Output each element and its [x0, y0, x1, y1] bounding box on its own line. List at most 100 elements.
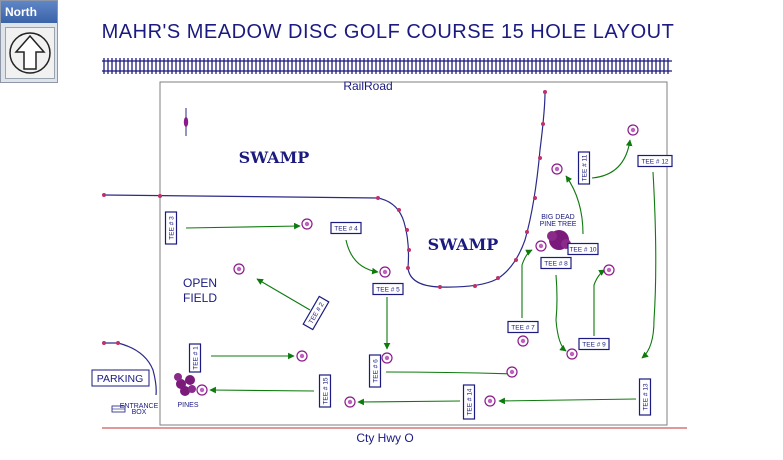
tee-box-11[interactable]: TEE # 11: [577, 151, 591, 185]
tee-box-1[interactable]: TEE # 1: [188, 343, 202, 373]
tee-box-6[interactable]: TEE # 6: [368, 354, 382, 388]
basket-icon: [506, 366, 518, 378]
parking-path-node: [102, 341, 106, 345]
tee-label: TEE # 15: [322, 377, 329, 404]
basket-icon: [301, 218, 313, 230]
swamp-path-node: [473, 284, 477, 288]
swamp-path-node: [405, 228, 409, 232]
tee-box-5[interactable]: TEE # 5: [372, 282, 404, 296]
flight-lines: [185, 139, 657, 406]
swamp-path-node: [525, 230, 529, 234]
north-header: North: [1, 1, 57, 23]
swamp-edge-path: [103, 91, 546, 288]
flight-line: [565, 175, 584, 235]
tee-box-13[interactable]: TEE # 13: [638, 378, 652, 416]
big-tree-label-line1: BIG DEAD: [541, 214, 574, 221]
swamp-path-node: [538, 156, 542, 160]
swamp-path-node: [407, 248, 411, 252]
flight-line: [521, 249, 533, 318]
north-arrow-icon: [9, 32, 51, 74]
flight-line: [385, 370, 516, 378]
open-field-label-line2: FIELD: [183, 291, 217, 305]
parking-label: PARKING: [97, 373, 143, 385]
swamp-path-node: [158, 194, 162, 198]
flight-line: [357, 398, 461, 406]
tee-box-2[interactable]: TEE # 2: [302, 295, 330, 331]
swamp-path-node: [496, 276, 500, 280]
tee-label: TEE # 9: [582, 341, 606, 348]
basket-icon: [344, 396, 356, 408]
tee-box-15[interactable]: TEE # 15: [318, 374, 332, 408]
flight-line: [591, 139, 633, 179]
flight-line: [498, 397, 637, 405]
tee-label: TEE # 10: [569, 246, 596, 253]
tee-box-8[interactable]: TEE # 8: [540, 256, 572, 270]
flight-line: [641, 171, 657, 359]
tee-box-12[interactable]: TEE # 12: [637, 154, 673, 168]
basket-icon: [566, 348, 578, 360]
entrance-label-line2: BOX: [132, 409, 147, 416]
tee-label: TEE # 14: [466, 388, 473, 415]
swamp-path-node: [438, 285, 442, 289]
tee-box-4[interactable]: TEE # 4: [330, 221, 362, 235]
swamp-path-node: [102, 193, 106, 197]
basket-icon: [196, 384, 208, 396]
tee-label: TEE # 13: [642, 383, 649, 410]
big-tree-label-line2: PINE TREE: [540, 221, 577, 228]
parking-path-node: [116, 341, 120, 345]
tee-label: TEE # 12: [641, 158, 668, 165]
open-field-label-line1: OPEN: [183, 276, 217, 290]
tee-label: TEE # 1: [192, 346, 199, 370]
tee-box-7[interactable]: TEE # 7: [507, 320, 539, 334]
tee-label: TEE # 11: [581, 154, 588, 181]
flight-line: [345, 239, 379, 275]
parking-path: [104, 342, 157, 396]
swamp-label-upper: SWAMP: [239, 148, 310, 167]
tee-box-14[interactable]: TEE # 14: [462, 384, 476, 420]
tee-label: TEE # 7: [511, 324, 535, 331]
tee-label: TEE # 5: [376, 286, 400, 293]
flight-line: [209, 386, 315, 394]
basket-icon: [379, 266, 391, 278]
tee-box-3[interactable]: TEE # 3: [164, 211, 178, 245]
course-boundary: [159, 81, 668, 426]
tee-label: TEE # 6: [372, 359, 379, 383]
tee-label: TEE # 3: [168, 216, 175, 240]
pines-cluster-icon: [174, 373, 196, 396]
north-arrow-button[interactable]: [5, 27, 55, 79]
swamp-path-node: [406, 266, 410, 270]
basket-icon: [484, 395, 496, 407]
tee-box-9[interactable]: TEE # 9: [578, 337, 610, 351]
flight-line: [185, 222, 301, 230]
swamp-path-node: [376, 196, 380, 200]
flight-line: [593, 269, 606, 336]
north-widget: North: [0, 0, 58, 83]
railroad-label: RailRoad: [343, 79, 392, 93]
parking-box: [91, 369, 150, 387]
basket-icon: [535, 240, 547, 252]
map-title: MAHR'S MEADOW DISC GOLF COURSE 15 HOLE L…: [102, 21, 675, 43]
swamp-path-node: [514, 258, 518, 262]
baskets: [196, 124, 639, 408]
swamp-label-lower: SWAMP: [428, 235, 499, 254]
tee-boxes: TEE # 1 TEE # 2 TEE # 3 TEE # 4 TEE # 5 TEE #…: [164, 151, 673, 420]
big-dead-pine-tree-icon: [547, 230, 571, 250]
swamp-path-node: [543, 90, 547, 94]
swamp-path-node: [533, 196, 537, 200]
basket-icon: [381, 352, 393, 364]
swamp-path-node: [541, 122, 545, 126]
basket-icon: [551, 163, 563, 175]
basket-icon: [233, 263, 245, 275]
road-label: Cty Hwy O: [356, 431, 413, 445]
pines-label: PINES: [177, 402, 198, 409]
basket-icon: [517, 335, 529, 347]
flight-line: [256, 278, 311, 311]
bearing-marker-icon: [183, 108, 189, 136]
tee-label: TEE # 4: [334, 225, 358, 232]
basket-icon: [627, 124, 639, 136]
tee-box-10[interactable]: TEE # 10: [567, 242, 599, 256]
basket-icon: [603, 264, 615, 276]
tee-label: TEE # 8: [544, 260, 568, 267]
railroad-track: [102, 58, 672, 74]
